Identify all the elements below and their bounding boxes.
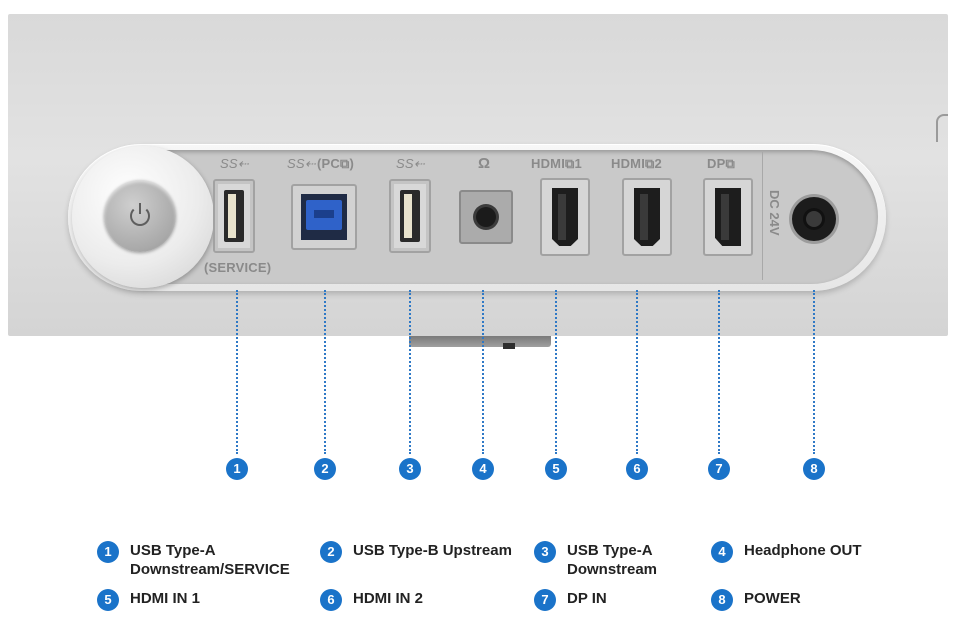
dp-label: DP⧉ — [707, 156, 735, 171]
hdmi-2-label: HDMI⧉2 — [611, 156, 662, 171]
legend-label-6: HDMI IN 2 — [353, 590, 424, 607]
callout-badge-6: 6 — [626, 458, 648, 480]
legend-item-3: 3 USB Type-A Downstream — [534, 541, 657, 579]
callout-badge-5: 5 — [545, 458, 567, 480]
power-divider — [762, 152, 763, 280]
callout-badge-4: 4 — [472, 458, 494, 480]
monitor-edge-curve — [936, 114, 948, 142]
usb-b-pc-label: (PC⧉) — [317, 156, 354, 171]
legend-badge-8: 8 — [711, 589, 733, 611]
legend-item-8: 8 POWER — [711, 589, 801, 611]
legend-badge-4: 4 — [711, 541, 733, 563]
headphone-jack — [459, 190, 513, 244]
legend-item-6: 6 HDMI IN 2 — [320, 589, 423, 611]
leader-line-8 — [813, 290, 815, 454]
legend-badge-7: 7 — [534, 589, 556, 611]
legend-item-2: 2 USB Type-B Upstream — [320, 541, 512, 563]
legend-label-1: USB Type-A Downstream/SERVICE — [130, 542, 290, 578]
usb-b-port — [291, 184, 357, 250]
legend-label-2: USB Type-B Upstream — [353, 542, 512, 559]
legend-badge-2: 2 — [320, 541, 342, 563]
legend-item-1: 1 USB Type-A Downstream/SERVICE — [97, 541, 290, 579]
dc-24v-label: DC 24V — [767, 190, 782, 236]
callout-badge-8: 8 — [803, 458, 825, 480]
legend-item-4: 4 Headphone OUT — [711, 541, 862, 563]
legend-badge-5: 5 — [97, 589, 119, 611]
leader-line-1 — [236, 290, 238, 454]
hdmi-1-label: HDMI⧉1 — [531, 156, 582, 171]
callout-badge-2: 2 — [314, 458, 336, 480]
legend-item-7: 7 DP IN — [534, 589, 607, 611]
leader-line-7 — [718, 290, 720, 454]
legend-badge-6: 6 — [320, 589, 342, 611]
usb-a-service-port — [213, 179, 255, 253]
service-label: (SERVICE) — [204, 260, 272, 275]
leader-line-4 — [482, 290, 484, 454]
dc-power-jack — [792, 197, 836, 241]
leader-line-5 — [555, 290, 557, 454]
legend-label-7: DP IN — [567, 590, 607, 607]
legend-label-3: USB Type-A Downstream — [567, 542, 658, 578]
leader-line-3 — [409, 290, 411, 454]
usb-a-port — [389, 179, 431, 253]
stand-base — [409, 336, 551, 347]
legend-badge-1: 1 — [97, 541, 119, 563]
hdmi-2-port — [622, 178, 672, 256]
power-button-icon — [130, 203, 150, 226]
leader-line-2 — [324, 290, 326, 454]
legend-label-4: Headphone OUT — [744, 542, 862, 559]
usb-3-superspeed-icon: SS⇠ — [220, 156, 249, 171]
legend-badge-3: 3 — [534, 541, 556, 563]
displayport-port — [703, 178, 753, 256]
legend-label-8: POWER — [744, 590, 801, 607]
legend-label-5: HDMI IN 1 — [130, 590, 201, 607]
callout-badge-3: 3 — [399, 458, 421, 480]
callout-badge-7: 7 — [708, 458, 730, 480]
hdmi-1-port — [540, 178, 590, 256]
callout-badge-1: 1 — [226, 458, 248, 480]
usb-3-superspeed-icon: SS⇠ — [396, 156, 425, 171]
headphone-icon: Ω — [478, 155, 491, 172]
stand-notch — [503, 343, 515, 349]
usb-3-superspeed-icon: SS⇠ — [287, 156, 316, 171]
legend-item-5: 5 HDMI IN 1 — [97, 589, 200, 611]
leader-line-6 — [636, 290, 638, 454]
